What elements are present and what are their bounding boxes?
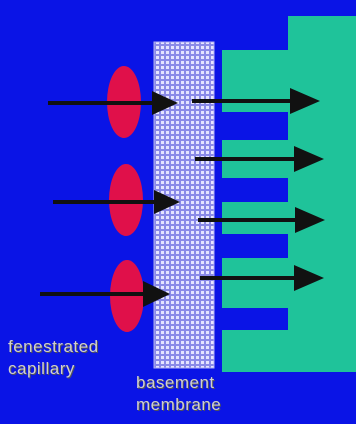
label-fenestrated-capillary: fenestrated capillary [8, 336, 148, 380]
label-line: membrane [136, 395, 222, 414]
label-basement-membrane: basement membrane [136, 372, 286, 416]
inflow-arrow-1 [48, 91, 178, 115]
inflow-arrow-3 [40, 281, 170, 307]
outflow-arrow-3 [198, 207, 325, 233]
outflow-arrow-4 [200, 265, 324, 291]
green-tissue [222, 16, 356, 372]
label-line: fenestrated [8, 337, 99, 356]
outflow-arrow-1 [192, 88, 320, 114]
outflow-arrow-2 [195, 146, 324, 172]
inflow-arrow-2 [53, 190, 180, 214]
label-line: capillary [8, 359, 75, 378]
label-line: basement [136, 373, 215, 392]
